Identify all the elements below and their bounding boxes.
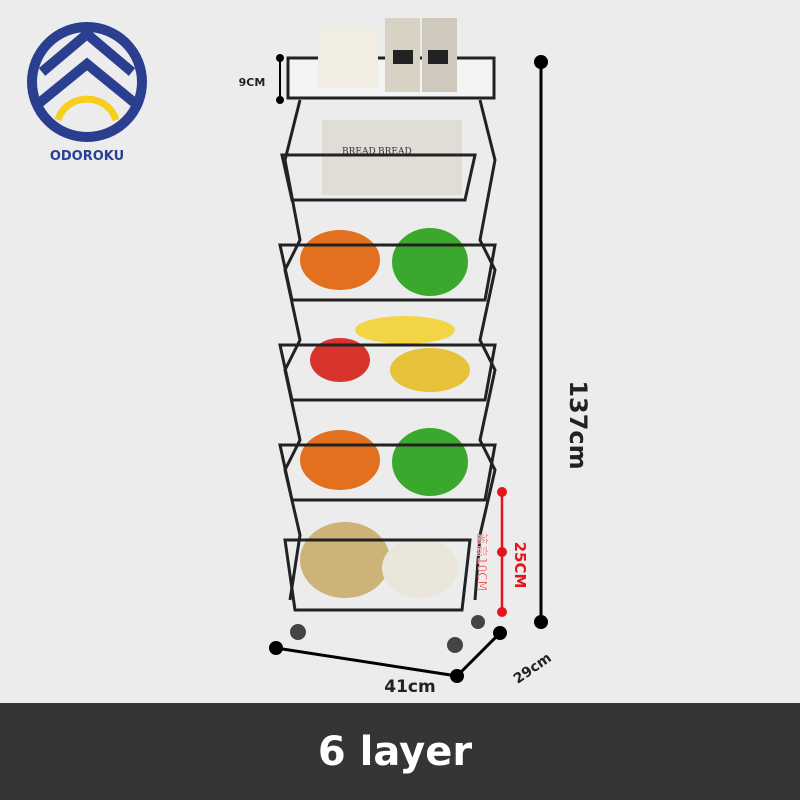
top-basket-label: 9CM [239,76,266,89]
depth-label: 29cm [511,650,555,687]
caption: 6 layer [317,728,473,775]
layer-spacing-label: 25CM [511,542,529,589]
dimension-width: 41cm [269,641,464,697]
dimension-height: 137cm [534,55,592,629]
basket-height-label: 篮高10CM [475,533,490,591]
caption-band: 6 layer [0,703,800,800]
height-label: 137cm [564,380,592,469]
brand-name: ODOROKU [50,149,124,164]
basket-rack: BREAD BREAD [278,18,497,653]
product-label: BREAD [342,147,376,157]
product-label: BREAD [378,147,412,157]
width-label: 41cm [384,677,435,697]
dimension-top-basket: 9CM [239,54,284,104]
dimension-depth: 29cm [455,626,555,687]
brand-logo: ODOROKU [27,22,147,164]
dimension-layer-spacing: 25CM 篮高10CM [475,487,529,617]
